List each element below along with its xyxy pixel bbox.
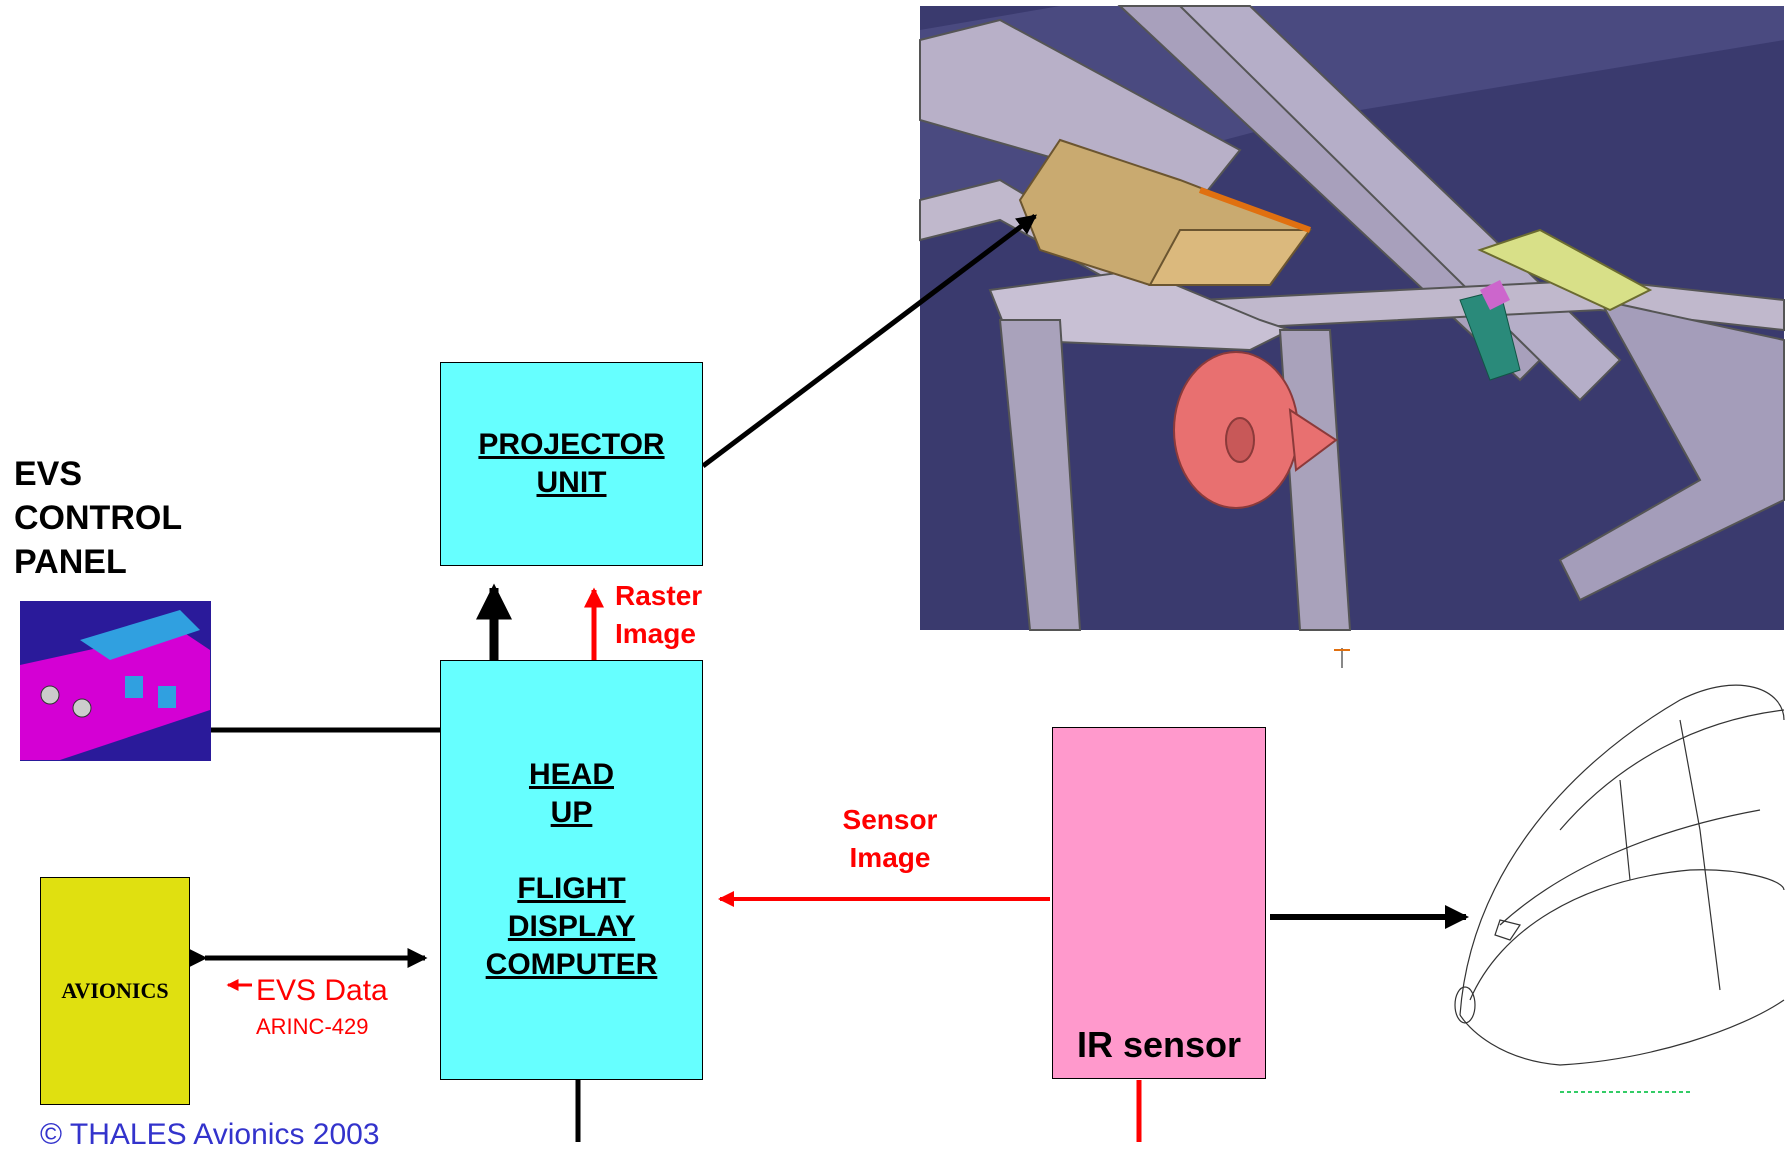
avionics-box: AVIONICS (40, 877, 190, 1105)
raster-image-label: Raster Image (615, 577, 702, 653)
hud-computer-box: HEAD UP FLIGHT DISPLAY COMPUTER (440, 660, 703, 1080)
evs-label-line2: CONTROL (14, 496, 182, 540)
copyright-notice: © THALES Avionics 2003 (40, 1118, 380, 1152)
hud-label-line3: FLIGHT (517, 870, 625, 908)
evs-control-panel-label: EVS CONTROL PANEL (14, 452, 182, 584)
evs-data-label: EVS Data (256, 974, 388, 1008)
raster-label-line1: Raster (615, 577, 702, 615)
hud-label-line2: UP (551, 794, 593, 832)
ir-sensor-box: IR sensor (1052, 727, 1266, 1079)
evs-label-line3: PANEL (14, 540, 182, 584)
projector-label-line1: PROJECTOR (478, 426, 664, 464)
hud-label-line5: COMPUTER (486, 946, 658, 984)
arinc-bus-label: ARINC-429 (256, 1014, 368, 1040)
sensor-image-label: Sensor Image (820, 801, 960, 877)
projector-unit-box: PROJECTOR UNIT (440, 362, 703, 566)
projector-label-line2: UNIT (537, 464, 607, 502)
hud-label-line4: DISPLAY (508, 908, 635, 946)
cockpit-installation-image (920, 6, 1784, 630)
ir-sensor-label: IR sensor (1053, 1024, 1265, 1066)
sensor-label-line1: Sensor (820, 801, 960, 839)
evs-control-panel-image (20, 601, 211, 761)
sensor-label-line2: Image (820, 839, 960, 877)
hud-label-line1: HEAD (529, 756, 614, 794)
avionics-label: AVIONICS (61, 978, 168, 1004)
aircraft-nose-outline (1455, 685, 1784, 1065)
evs-label-line1: EVS (14, 452, 182, 496)
raster-label-line2: Image (615, 615, 702, 653)
